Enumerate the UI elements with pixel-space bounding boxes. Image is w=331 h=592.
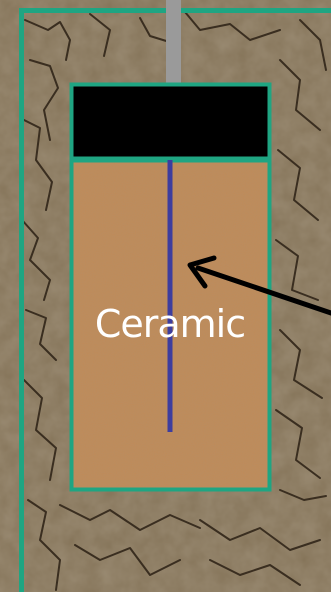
sensor-cap [72, 85, 270, 159]
support-rod [166, 0, 181, 84]
